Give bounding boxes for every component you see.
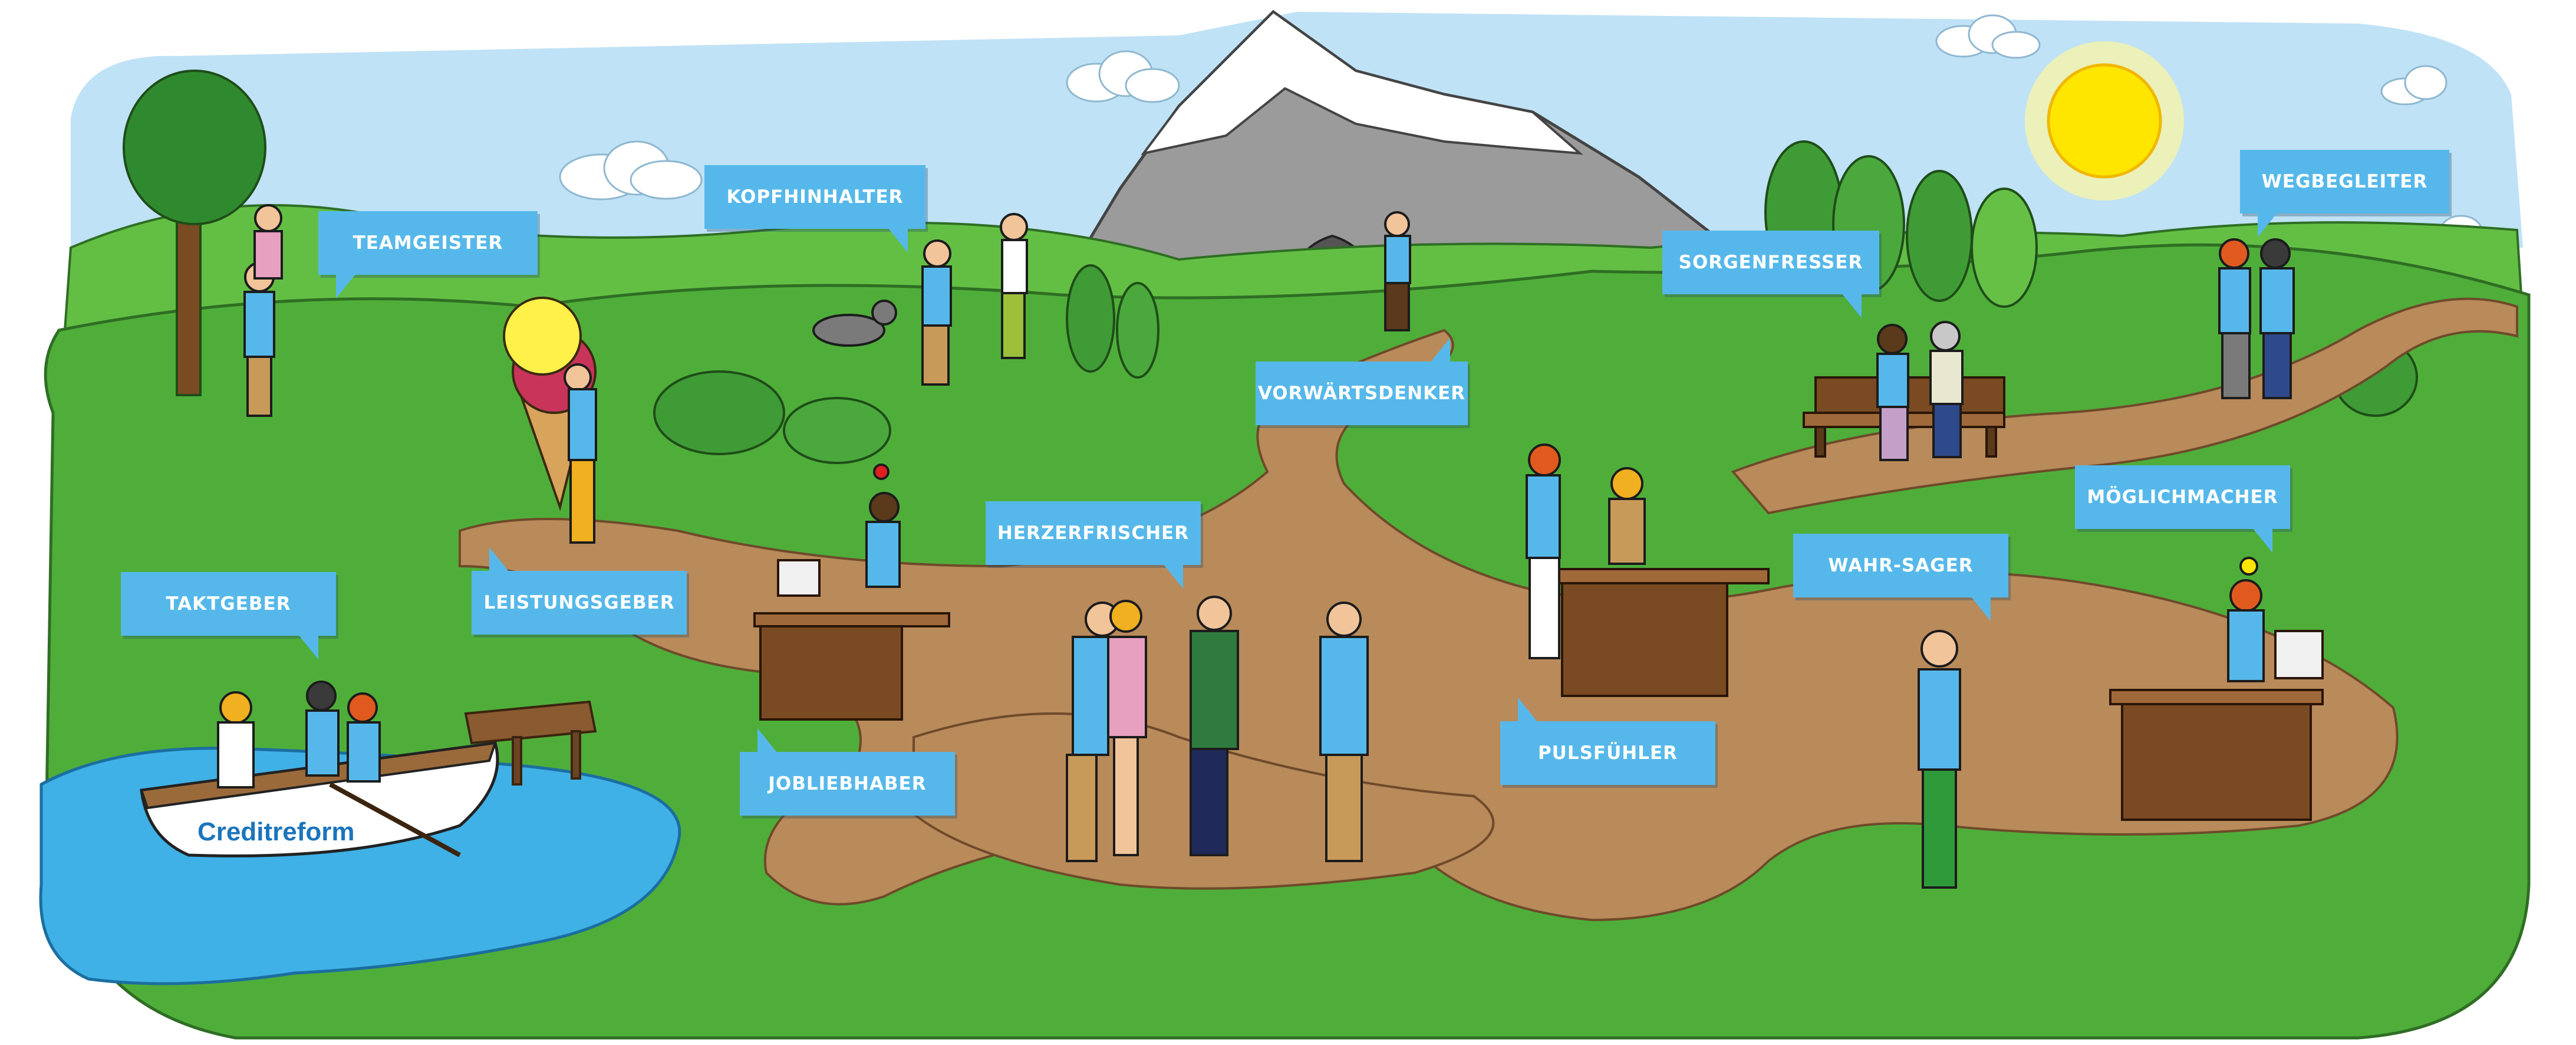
person [1526,443,1561,659]
trees [123,70,2418,464]
label-tail [1971,596,1991,621]
dock [464,700,597,786]
person [1608,467,1646,565]
person [1876,324,1909,461]
people [217,204,2295,889]
label-tail [2252,528,2272,553]
person [2218,238,2251,399]
dog [812,300,897,347]
label-moeglichmacher-text: MÖGLICHMACHER [2087,487,2278,508]
person [217,691,255,788]
label-moeglichmacher: MÖGLICHMACHER [2075,465,2290,553]
label-tail [489,547,509,572]
person [2259,238,2295,399]
person [1190,596,1239,856]
person [564,363,597,544]
desks [753,559,2324,821]
label-wahrsager-text: WAHR-SAGER [1828,555,1974,576]
person [347,692,381,783]
label-sorgenfresser-text: SORGENFRESSER [1678,252,1863,273]
person [921,239,952,386]
person [253,204,283,280]
label-tail [1842,293,1862,318]
person [1319,602,1369,862]
label-tail [298,635,318,659]
heart [873,464,890,480]
label-vorwaertsdenker: VORWÄRTSDENKER [1256,338,1468,425]
label-wegbegleiter-text: WEGBEGLEITER [2261,171,2428,192]
label-kopfhinhalter: KOPFHINHALTER [704,165,925,252]
lightbulb-icon [2239,557,2258,576]
person [1918,630,1961,889]
label-teamgeister-text: TEAMGEISTER [353,232,503,254]
label-jobliebhaber: JOBLIEBHABER [740,728,955,816]
label-teamgeister: TEAMGEISTER [318,211,538,298]
label-tail [1430,338,1450,363]
label-taktgeber: TAKTGEBER [121,572,336,659]
person [243,262,275,417]
person [1000,213,1028,359]
label-sorgenfresser: SORGENFRESSER [1662,231,1879,318]
person [1384,211,1411,331]
label-jobliebhaber-text: JOBLIEBHABER [768,773,927,794]
person [1929,321,1964,458]
boat-brand-text: Creditreform [197,817,355,846]
person [2227,579,2265,682]
label-vorwaertsdenker-text: VORWÄRTSDENKER [1257,383,1466,404]
label-kopfhinhalter-text: KOPFHINHALTER [726,186,904,208]
person [865,492,901,588]
person [305,681,340,777]
label-tail [2258,212,2278,237]
label-wegbegleiter: WEGBEGLEITER [2240,150,2449,237]
person [1066,602,1120,862]
label-leistungsgeber-text: LEISTUNGSGEBER [483,592,675,613]
label-wahrsager: WAHR-SAGER [1793,534,2008,621]
label-pulsfuehler-text: PULSFÜHLER [1537,742,1678,764]
label-herzerfrischer: HERZERFRISCHER [986,501,1201,589]
label-herzerfrischer-text: HERZERFRISCHER [997,522,1190,544]
person [1107,600,1147,856]
label-tail [757,728,778,753]
label-pulsfuehler: PULSFÜHLER [1500,698,1715,785]
label-taktgeber-text: TAKTGEBER [166,593,291,614]
park-bench [1803,376,2005,458]
label-tail [1518,698,1538,722]
sun [2025,41,2184,201]
label-leistungsgeber: LEISTUNGSGEBER [472,547,687,635]
label-tail [888,228,908,252]
label-tail [1163,564,1183,589]
label-tail [336,274,356,298]
